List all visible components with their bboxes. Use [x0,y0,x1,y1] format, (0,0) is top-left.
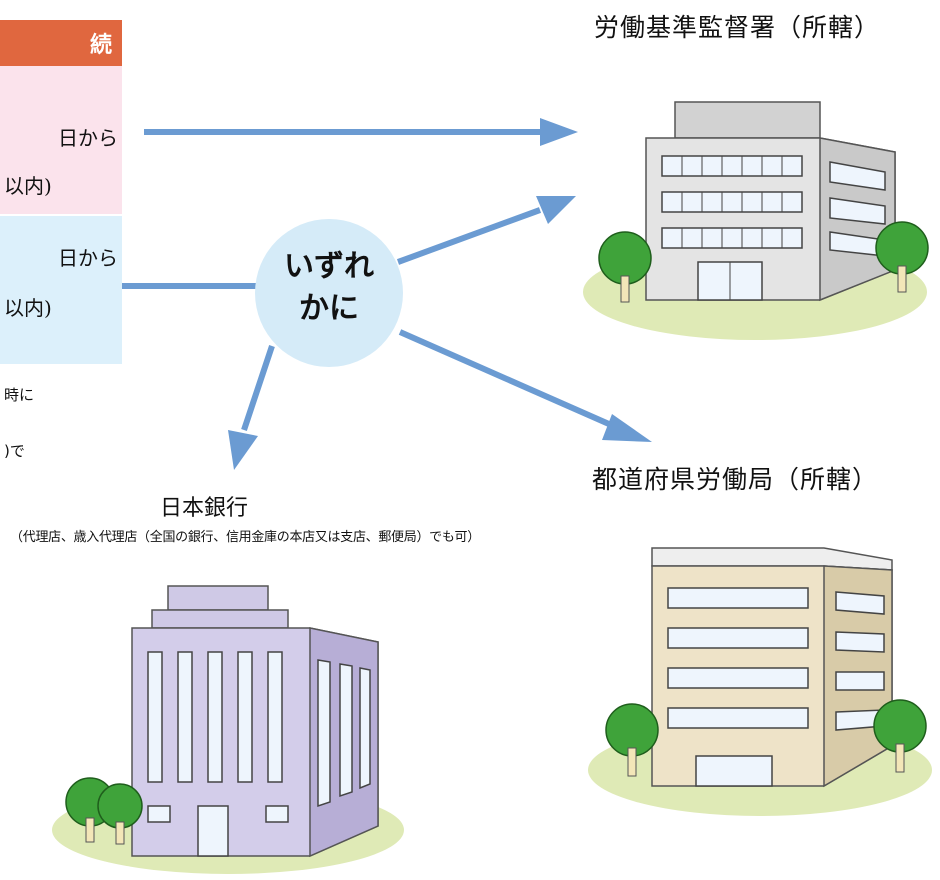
boj-title: 日本銀行 [160,495,249,520]
blue-line-2: 以内) [4,296,52,320]
prefectural-bureau-title: 都道府県労働局（所轄） [592,466,879,494]
arrow-to-bureau [398,329,620,431]
pink-line-2: 以内) [4,174,52,198]
labor-office-building-icon [583,101,929,340]
pink-line-1: 日から [58,126,118,150]
bubble-line-1: いずれ [284,250,374,283]
bubble-circle [255,219,403,367]
header-label: 続 [89,33,112,58]
boj-building-icon [52,585,404,874]
labor-standards-office-title: 労働基準監督署（所轄） [594,14,881,42]
arrow-to-boj [241,345,275,431]
note-line-2: )で [4,442,25,460]
blue-line-1: 日から [58,246,118,270]
procedure-header: 続 [0,20,122,66]
bubble-line-2: かに [299,292,359,325]
pink-panel [0,66,122,214]
blue-panel [0,216,122,364]
arrow-to-labor [396,207,542,265]
boj-note: （代理店、歳入代理店（全国の銀行、信用金庫の本店又は支店、郵便局）でも可） [10,529,480,544]
prefectural-bureau-building-icon [588,547,932,816]
note-line-1: 時に [4,386,35,404]
bubble-label: いずれ かに [254,246,404,330]
